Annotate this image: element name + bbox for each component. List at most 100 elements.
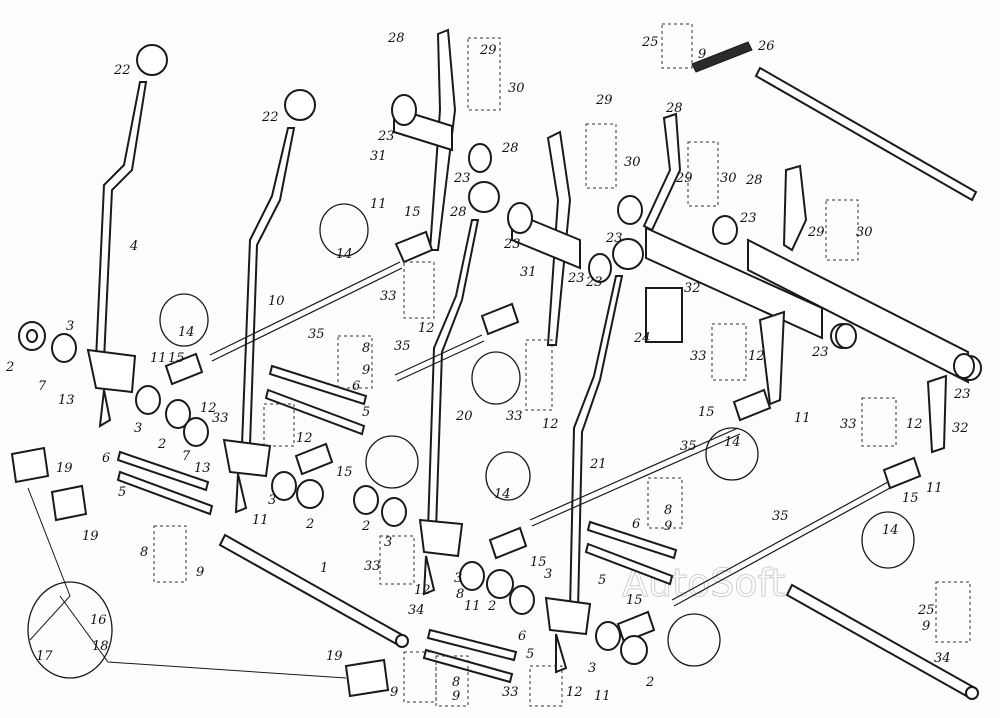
label-11g: 11 xyxy=(926,481,943,496)
label-28a: 28 xyxy=(387,31,405,46)
label-7: 7 xyxy=(38,379,47,394)
label-6c: 6 xyxy=(518,629,526,644)
label-33d: 33 xyxy=(364,559,381,574)
label-4: 4 xyxy=(129,239,138,254)
label-23g: 23 xyxy=(811,345,829,360)
label-23c: 23 xyxy=(503,237,521,252)
detail-circles xyxy=(159,203,915,667)
label-11a: 11 xyxy=(150,351,167,366)
label-24: 24 xyxy=(633,331,651,346)
label-2e: 2 xyxy=(487,599,496,614)
shaft-1-left xyxy=(218,533,409,648)
label-8a: 8 xyxy=(140,545,148,560)
label-29b: 29 xyxy=(595,93,613,108)
label-30d: 30 xyxy=(856,225,873,240)
clevises-15 xyxy=(164,230,922,644)
bushings-and-washers xyxy=(18,321,975,665)
label-19a: 19 xyxy=(56,461,73,476)
label-19b: 19 xyxy=(82,529,99,544)
label-33a: 33 xyxy=(212,411,229,426)
label-30a: 30 xyxy=(508,81,525,96)
label-13: 13 xyxy=(58,393,75,408)
label-23e: 23 xyxy=(585,275,603,290)
label-9b: 9 xyxy=(362,363,370,378)
label-3g: 3 xyxy=(588,661,596,676)
label-8d: 8 xyxy=(452,675,460,690)
label-34b: 34 xyxy=(934,651,951,666)
label-3e: 3 xyxy=(454,571,462,586)
label-14d: 14 xyxy=(724,435,741,450)
label-18: 18 xyxy=(92,639,109,654)
label-26: 26 xyxy=(757,39,775,54)
label-30c: 30 xyxy=(720,171,737,186)
lever-20 xyxy=(418,181,500,596)
label-23b: 23 xyxy=(453,171,471,186)
label-5a: 5 xyxy=(118,485,126,500)
label-33b: 33 xyxy=(380,289,397,304)
label-14c: 14 xyxy=(494,487,511,502)
knob-22-left xyxy=(136,44,168,76)
label-2d: 2 xyxy=(361,519,370,534)
label-5c: 5 xyxy=(526,647,534,662)
label-23f: 23 xyxy=(953,387,971,402)
label-14a: 14 xyxy=(178,325,195,340)
label-9g: 9 xyxy=(922,619,930,634)
label-28b: 28 xyxy=(449,205,467,220)
label-32a: 32 xyxy=(952,421,969,436)
label-12d: 12 xyxy=(542,417,559,432)
label-23a: 23 xyxy=(377,129,395,144)
knob-22-mid xyxy=(284,89,316,121)
lever-21 xyxy=(544,238,644,674)
label-35c: 35 xyxy=(680,439,697,454)
label-19c: 19 xyxy=(326,649,343,664)
arm-31-lower xyxy=(507,130,612,346)
label-28e: 28 xyxy=(745,173,763,188)
label-12b: 12 xyxy=(296,431,313,446)
label-34a: 34 xyxy=(408,603,425,618)
label-13b: 13 xyxy=(194,461,211,476)
label-5d: 5 xyxy=(598,573,606,588)
label-11b: 11 xyxy=(252,513,269,528)
label-28c: 28 xyxy=(501,141,519,156)
label-15a: 15 xyxy=(168,351,185,366)
label-12a: 12 xyxy=(200,401,217,416)
label-12f: 12 xyxy=(566,685,583,700)
label-33c: 33 xyxy=(506,409,523,424)
label-33e: 33 xyxy=(502,685,519,700)
label-12g: 12 xyxy=(906,417,923,432)
label-15d: 15 xyxy=(530,555,547,570)
bushing-24 xyxy=(645,287,683,343)
shaft-top-right xyxy=(754,66,978,202)
label-9c: 9 xyxy=(390,685,398,700)
label-11f: 11 xyxy=(794,411,811,426)
label-3: 3 xyxy=(66,319,74,334)
label-32b: 32 xyxy=(684,281,701,296)
label-1a: 1 xyxy=(320,561,328,576)
label-33f: 33 xyxy=(840,417,857,432)
label-31a: 31 xyxy=(370,149,387,164)
label-7b: 7 xyxy=(182,449,191,464)
label-6a: 6 xyxy=(102,451,110,466)
label-8b: 8 xyxy=(362,341,370,356)
label-8c: 8 xyxy=(456,587,464,602)
lever-10 xyxy=(222,89,316,514)
label-2b: 2 xyxy=(157,437,166,452)
label-31b: 31 xyxy=(520,265,537,280)
label-14e: 14 xyxy=(882,523,899,538)
label-25b: 25 xyxy=(917,603,935,618)
label-6b: 6 xyxy=(352,379,360,394)
label-35d: 35 xyxy=(772,509,789,524)
label-12c: 12 xyxy=(418,321,435,336)
shaft-1-right xyxy=(785,583,979,700)
label-12h: 12 xyxy=(748,349,765,364)
label-21: 21 xyxy=(589,457,607,472)
label-16: 16 xyxy=(90,613,107,628)
label-6d: 6 xyxy=(632,517,640,532)
label-9e: 9 xyxy=(664,519,672,534)
label-10: 10 xyxy=(268,294,285,309)
lever-4 xyxy=(86,44,168,428)
switches-19 xyxy=(10,446,390,698)
arm-31-upper xyxy=(391,28,492,251)
label-11c: 11 xyxy=(370,197,387,212)
